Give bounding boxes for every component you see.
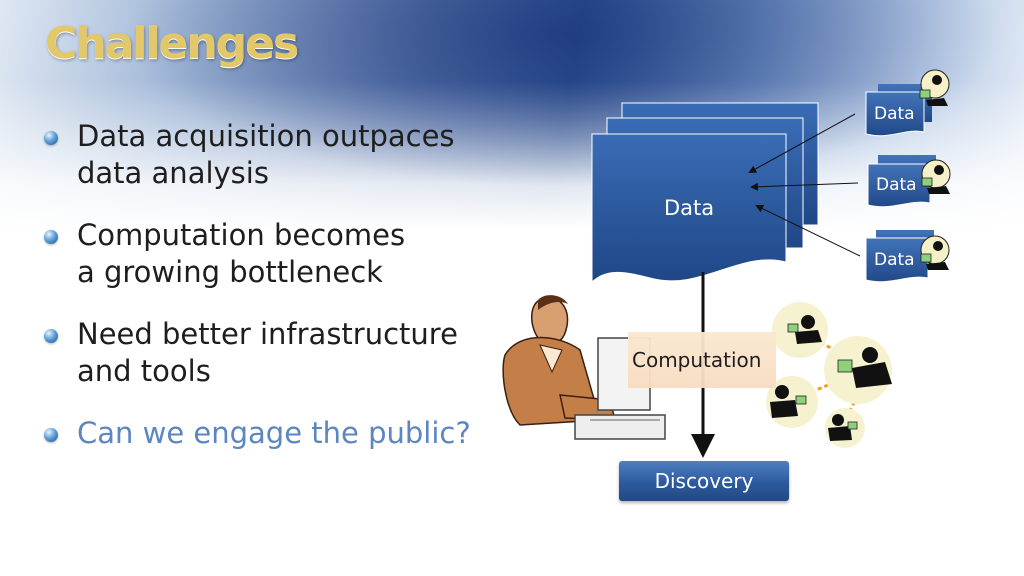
bullet-item-3: Need better infrastructure and tools (44, 316, 504, 390)
person-laptop-icon (921, 159, 951, 194)
bullet-item-2: Computation becomes a growing bottleneck (44, 217, 504, 291)
computation-label: Computation (632, 348, 762, 372)
bullet-text-line: and tools (77, 354, 211, 388)
bullet-item-1: Data acquisition outpaces data analysis (44, 118, 504, 192)
bullet-text-line: Computation becomes (77, 218, 406, 252)
source-data-label-3: Data (874, 250, 915, 270)
bullet-dot-icon (44, 131, 58, 145)
person-laptop-icon (920, 235, 950, 270)
discovery-box: Discovery (619, 461, 789, 501)
bullet-text-line: a growing bottleneck (77, 255, 383, 289)
network-people-icon (766, 302, 892, 448)
slide-title: Challenges (45, 18, 299, 69)
bullet-text-line: data analysis (77, 156, 269, 190)
person-laptop-icon (919, 69, 950, 106)
source-data-label-2: Data (876, 175, 917, 195)
bullet-item-4: Can we engage the public? (44, 415, 504, 452)
bullet-text-line: Need better infrastructure (77, 317, 458, 351)
person-at-computer-icon (502, 295, 666, 440)
source-arrow-2 (750, 182, 859, 191)
bullet-text-line: Can we engage the public? (77, 416, 471, 450)
bullet-dot-icon (44, 428, 58, 442)
central-data-label: Data (664, 196, 715, 220)
bullet-dot-icon (44, 329, 58, 343)
source-data-label-1: Data (874, 104, 915, 124)
source-arrow-1 (748, 113, 856, 173)
bullet-list: Data acquisition outpaces data analysis … (44, 118, 504, 477)
source-arrow-3 (755, 205, 861, 257)
computation-box (628, 332, 776, 388)
central-data-document (591, 102, 819, 284)
bullet-dot-icon (44, 230, 58, 244)
bullet-text-line: Data acquisition outpaces (77, 119, 455, 153)
